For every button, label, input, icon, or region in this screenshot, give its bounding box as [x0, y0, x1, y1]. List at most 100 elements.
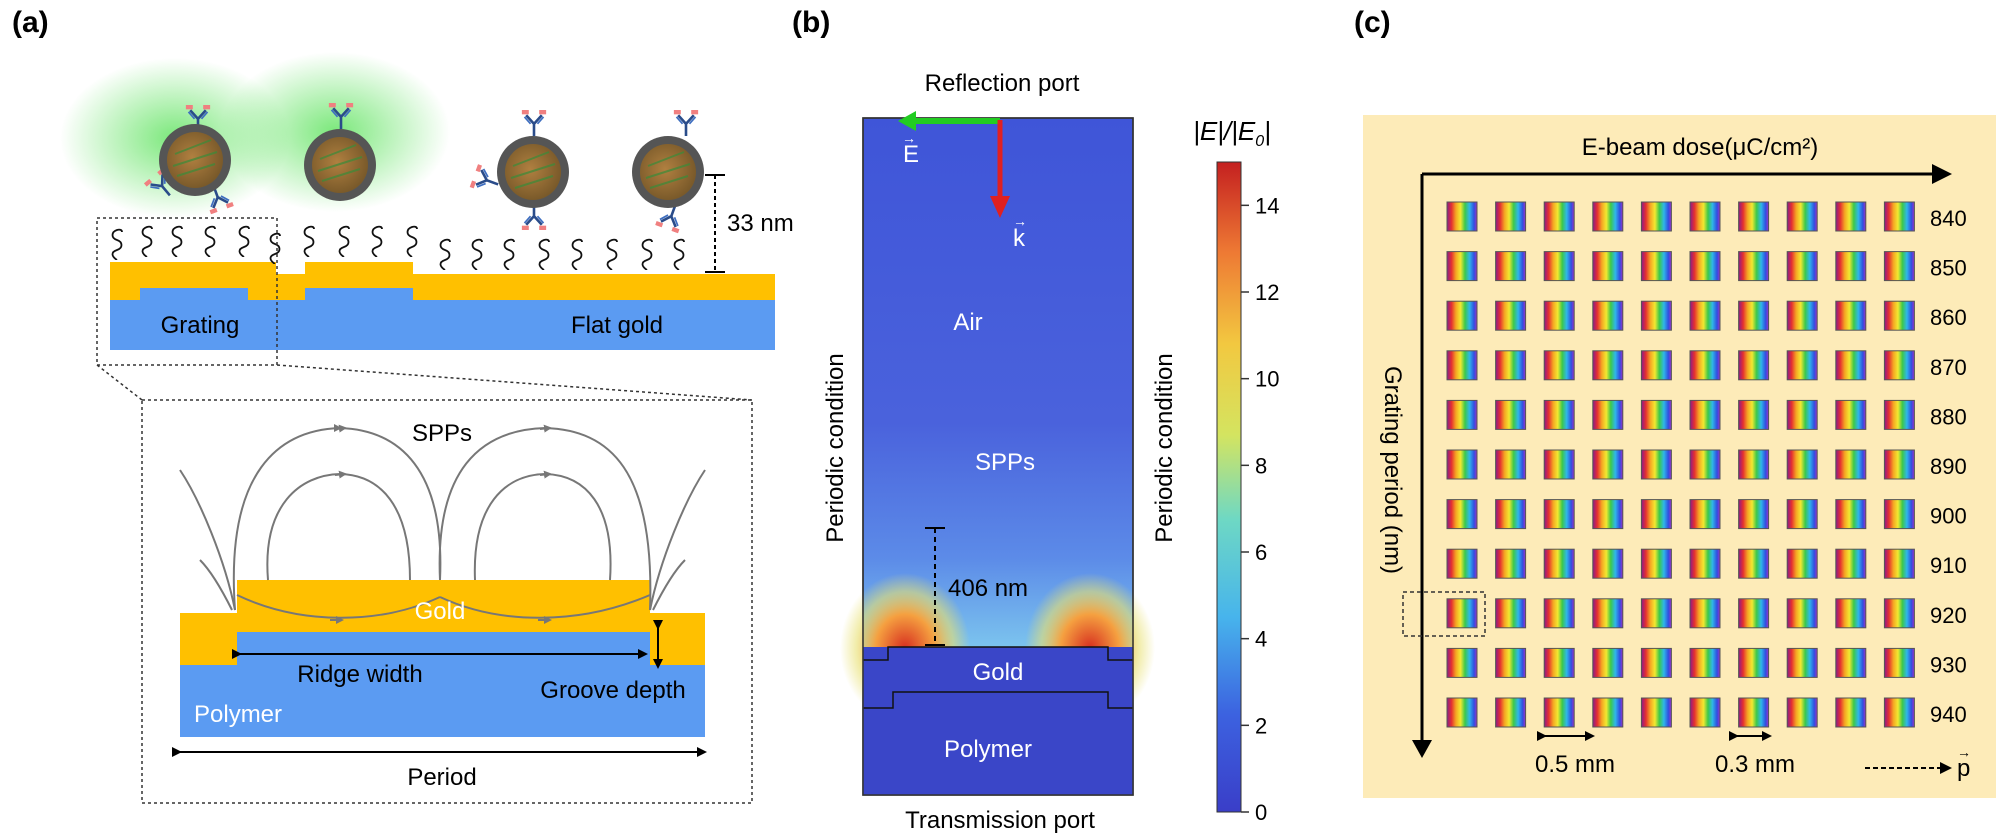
grating-chip	[1592, 499, 1624, 530]
grating-chip	[1883, 201, 1915, 232]
panel-c: (c) E-beam dose(μC/cm²) Grating period (…	[1354, 6, 1996, 798]
grating-chip	[1883, 251, 1915, 282]
grating-chip	[1592, 598, 1624, 629]
grating-chip	[1543, 201, 1575, 232]
row-label: 930	[1930, 652, 1967, 677]
grating-chip	[1640, 548, 1672, 579]
reflection-port-label: Reflection port	[925, 70, 1080, 97]
grating-chip	[1835, 201, 1867, 232]
air-label: Air	[953, 309, 982, 336]
grating-chip	[1786, 499, 1818, 530]
grating-chip	[1446, 201, 1478, 232]
svg-text:→: →	[1013, 213, 1027, 229]
grating-chip	[1592, 350, 1624, 381]
grating-chip	[1738, 300, 1770, 331]
row-label: 900	[1930, 504, 1967, 529]
inset-spps-label: SPPs	[412, 420, 472, 447]
grating-chip	[1446, 499, 1478, 530]
grating-chip	[1640, 399, 1672, 430]
grating-chip	[1495, 251, 1527, 282]
spp-field-lines	[179, 423, 706, 624]
grating-chip	[1640, 697, 1672, 728]
grating-chip	[1835, 499, 1867, 530]
grating-chip	[1495, 449, 1527, 480]
grating-chip	[1689, 499, 1721, 530]
panel-b-label: (b)	[792, 6, 830, 39]
grating-chip	[1543, 449, 1575, 480]
row-label: 880	[1930, 404, 1967, 429]
colorbar-tick-label: 14	[1255, 193, 1279, 218]
height-label: 33 nm	[727, 210, 794, 237]
grating-chip	[1883, 350, 1915, 381]
grating-chip	[1592, 647, 1624, 678]
colorbar-tick-label: 2	[1255, 713, 1267, 738]
row-label: 850	[1930, 256, 1967, 281]
colorbar-tick-label: 8	[1255, 453, 1267, 478]
polymer-region-label: Polymer	[944, 736, 1032, 763]
grating-chip	[1786, 350, 1818, 381]
substrate-region	[863, 647, 1133, 795]
grating-chip	[1835, 350, 1867, 381]
svg-text:→: →	[1957, 744, 1971, 760]
row-label: 910	[1930, 553, 1967, 578]
grating-chip	[1786, 449, 1818, 480]
p-vector-label: p	[1957, 755, 1970, 782]
grating-chip	[1689, 201, 1721, 232]
grating-chip	[1835, 399, 1867, 430]
grating-chip	[1738, 251, 1770, 282]
grating-chip	[1786, 251, 1818, 282]
grating-chip	[1835, 251, 1867, 282]
polymer-layer	[110, 318, 775, 350]
grating-chip	[1786, 697, 1818, 728]
inset-gold	[180, 580, 705, 665]
grating-chip	[1883, 449, 1915, 480]
row-label: 840	[1930, 206, 1967, 231]
grating-chip	[1835, 697, 1867, 728]
grating-chip	[1640, 449, 1672, 480]
colorbar-title: |E|/|E0|	[1193, 116, 1271, 150]
grating-chip	[1446, 449, 1478, 480]
grating-chip	[1446, 300, 1478, 331]
gold-interface	[863, 646, 1133, 661]
colorbar	[1216, 161, 1242, 813]
grating-chip	[1640, 300, 1672, 331]
grating-chip	[1835, 548, 1867, 579]
grating-chip	[1738, 399, 1770, 430]
dimension-label-2: 0.3 mm	[1715, 751, 1795, 778]
grating-chip	[1640, 251, 1672, 282]
grating-chip	[1446, 647, 1478, 678]
grating-chip	[1738, 449, 1770, 480]
grating-chip	[1835, 598, 1867, 629]
grating-chip	[1592, 449, 1624, 480]
grating-chip	[1495, 548, 1527, 579]
grating-chip	[1495, 697, 1527, 728]
grating-chip	[1883, 548, 1915, 579]
nanoparticle-conjugates	[143, 103, 704, 234]
colorbar-tick-label: 6	[1255, 540, 1267, 565]
grating-chip	[1543, 647, 1575, 678]
grating-chip	[1786, 647, 1818, 678]
row-label: 890	[1930, 454, 1967, 479]
period-label: Period	[407, 764, 476, 791]
row-label: 920	[1930, 603, 1967, 628]
grating-chip	[1592, 251, 1624, 282]
svg-text:→: →	[902, 130, 916, 146]
panel-b: (b) Reflection port E → k → Air SPPs 406…	[792, 6, 1279, 834]
grating-chip	[1640, 350, 1672, 381]
grating-chip	[1738, 548, 1770, 579]
transmission-port-label: Transmission port	[905, 807, 1095, 834]
inset-polymer-label: Polymer	[194, 701, 282, 728]
dimension-label-1: 0.5 mm	[1535, 751, 1615, 778]
row-label: 870	[1930, 355, 1967, 380]
grating-chip	[1592, 697, 1624, 728]
grating-chip	[1738, 697, 1770, 728]
grating-chip	[1640, 598, 1672, 629]
distance-label: 406 nm	[948, 575, 1028, 602]
grating-chip	[1640, 499, 1672, 530]
grating-chip	[1543, 350, 1575, 381]
grating-chip	[1738, 350, 1770, 381]
grating-chip	[1495, 598, 1527, 629]
e-vector-label: E	[903, 141, 919, 168]
grating-chip	[1689, 350, 1721, 381]
